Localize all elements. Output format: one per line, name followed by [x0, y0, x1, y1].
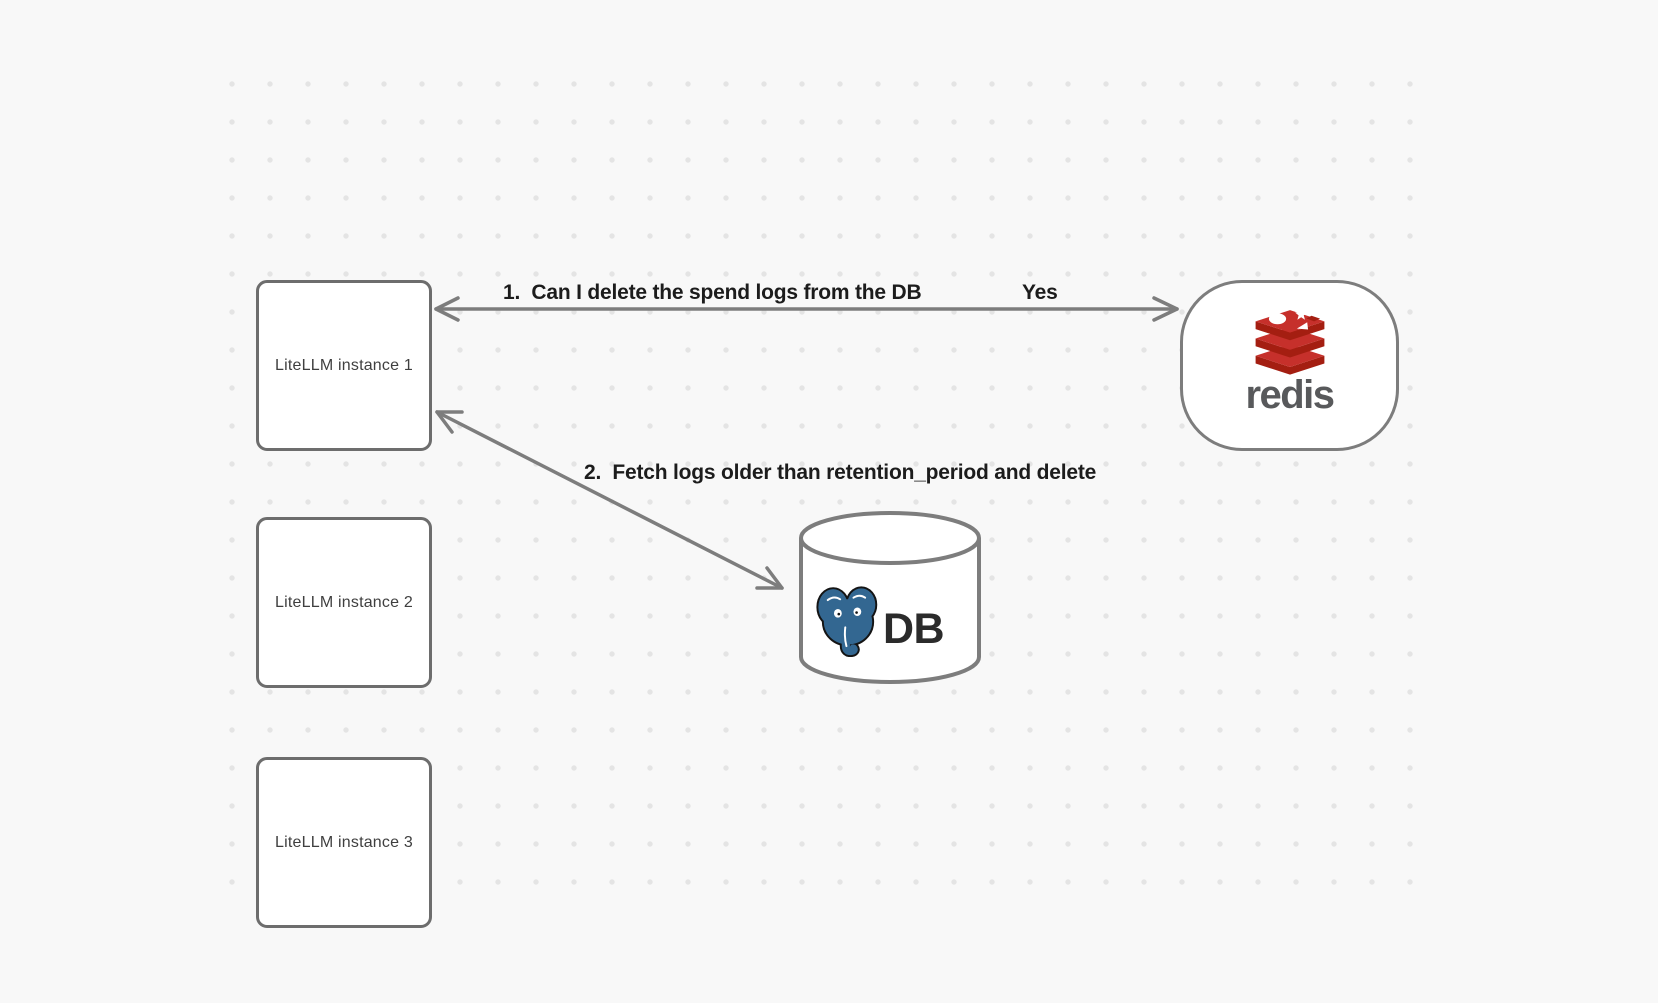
postgresql-elephant-icon	[816, 586, 878, 657]
litellm-instance-3-label: LiteLLM instance 3	[275, 833, 413, 851]
litellm-instance-2-node[interactable]: LiteLLM instance 2	[256, 517, 432, 688]
arrow1-label[interactable]: 1. Can I delete the spend logs from the …	[503, 281, 922, 304]
database-node[interactable]: DB	[795, 505, 985, 690]
litellm-instance-3-node[interactable]: LiteLLM instance 3	[256, 757, 432, 928]
redis-wordmark: redis	[1245, 373, 1335, 417]
litellm-instance-1-node[interactable]: LiteLLM instance 1	[256, 280, 432, 451]
arrow2-label[interactable]: 2. Fetch logs older than retention_perio…	[584, 461, 1097, 484]
litellm-instance-1-label: LiteLLM instance 1	[275, 356, 413, 374]
db-label: DB	[883, 605, 945, 653]
redis-logo-icon	[1255, 308, 1324, 375]
litellm-instance-2-label: LiteLLM instance 2	[275, 593, 413, 611]
arrow-litellm-redis[interactable]	[434, 296, 1179, 322]
redis-node[interactable]: redis	[1180, 280, 1399, 451]
arrow1-response-label[interactable]: Yes	[1022, 281, 1058, 304]
arrow-litellm-db[interactable]	[435, 410, 784, 590]
